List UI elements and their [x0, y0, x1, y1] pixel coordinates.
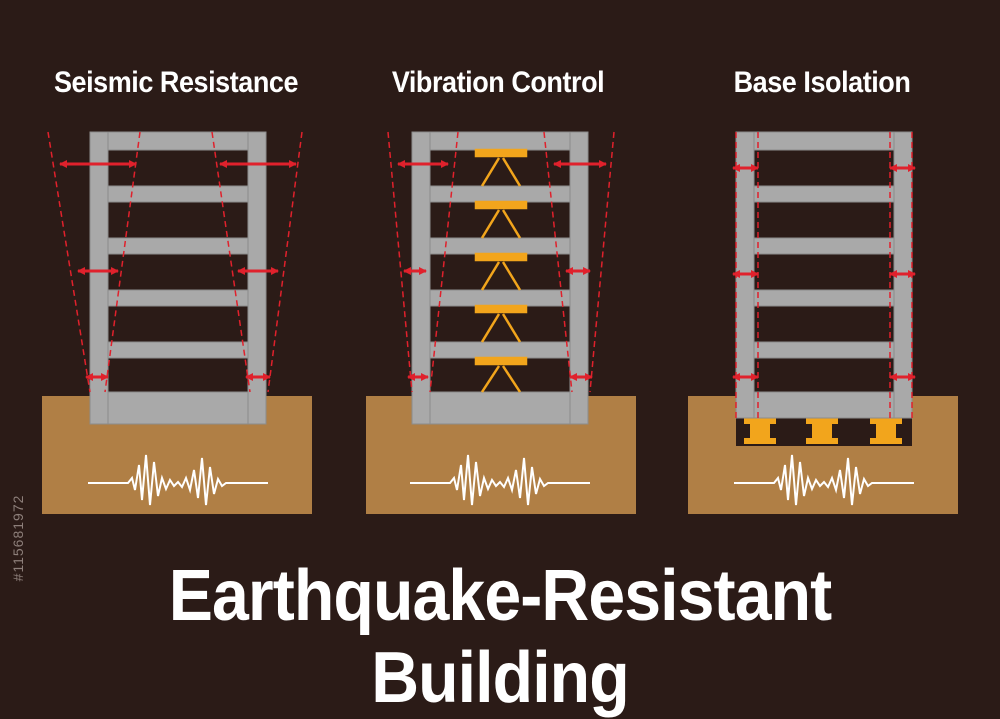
isolator: [806, 418, 838, 444]
building-frame: [89, 131, 267, 425]
deformation-lines: [387, 131, 615, 393]
isolator: [870, 418, 902, 444]
seismic-wave: [734, 454, 914, 506]
damper: [474, 356, 528, 393]
seismic-wave: [410, 454, 590, 506]
displacement-arrows: [732, 164, 916, 381]
damper: [474, 148, 528, 187]
seismic-resistance-diagram: [42, 131, 312, 514]
building-frame: [411, 131, 589, 425]
diagram-canvas: [42, 131, 958, 514]
damper: [474, 304, 528, 343]
isolator-bearings: [744, 418, 902, 444]
deformation-lines: [47, 131, 303, 393]
displacement-arrows: [397, 160, 607, 381]
deformation-lines: [735, 132, 913, 418]
building-frame: [735, 131, 913, 419]
vibration-control-diagram: [366, 131, 636, 514]
displacement-arrows: [59, 160, 297, 381]
base-isolation-title: Base Isolation: [733, 66, 911, 99]
base-isolation-diagram: [688, 131, 958, 514]
vibration-control-title: Vibration Control: [391, 66, 605, 99]
main-title: Earthquake-Resistant Building: [168, 556, 833, 718]
damper-devices: [474, 148, 528, 393]
seismic-wave: [88, 454, 268, 506]
seismic-resistance-title: Seismic Resistance: [53, 66, 299, 99]
isolator: [744, 418, 776, 444]
damper: [474, 200, 528, 239]
stock-id-label: #115681972: [10, 494, 26, 582]
damper: [474, 252, 528, 291]
